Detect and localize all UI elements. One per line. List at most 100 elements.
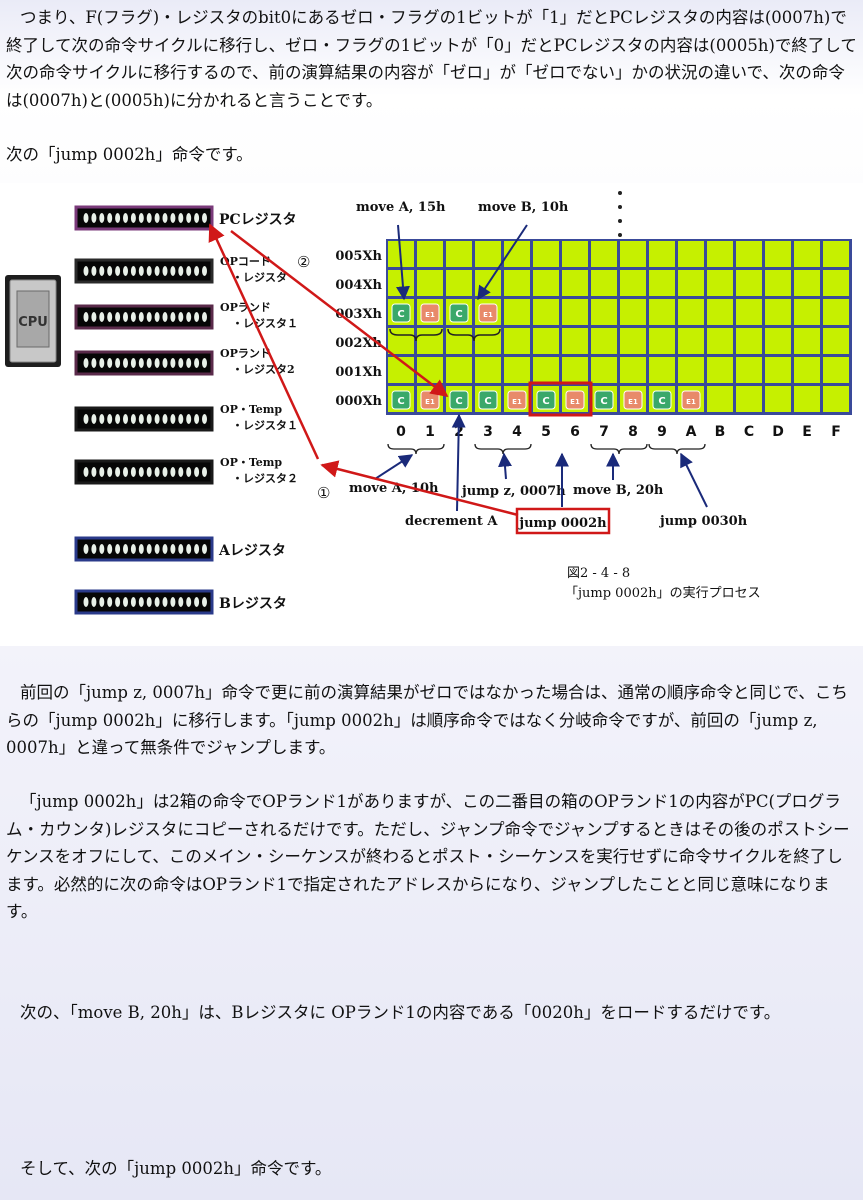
register-bit bbox=[202, 467, 207, 477]
operand-cell bbox=[507, 390, 527, 410]
brace-move-b-10h bbox=[447, 328, 501, 342]
register-bit bbox=[162, 467, 168, 477]
register-bit bbox=[115, 467, 121, 477]
register-bit bbox=[170, 312, 176, 322]
register-bit bbox=[154, 213, 160, 223]
arrow-step-2 bbox=[230, 230, 449, 398]
register-label-2: ・レジスタ１ bbox=[232, 317, 298, 330]
memory-cell bbox=[562, 328, 588, 354]
register-bit bbox=[123, 312, 128, 322]
register-bit bbox=[194, 414, 200, 424]
memory-cell bbox=[620, 270, 646, 296]
memory-cell bbox=[388, 328, 414, 354]
memory-cell bbox=[678, 241, 704, 267]
register-bit bbox=[115, 266, 121, 276]
column-label: 8 bbox=[628, 424, 638, 440]
column-label: 4 bbox=[512, 424, 522, 440]
register-bit bbox=[170, 414, 176, 424]
register-bit bbox=[178, 266, 184, 276]
register-bit bbox=[123, 213, 128, 223]
register-bit bbox=[146, 213, 152, 223]
register-bit bbox=[170, 358, 176, 368]
column-label: 6 bbox=[570, 424, 580, 440]
arrow-move-a-15h bbox=[396, 224, 410, 301]
register-label: OPランド bbox=[220, 347, 271, 360]
register-bit bbox=[202, 266, 207, 276]
arrow-move-a-10h bbox=[374, 454, 414, 480]
register-bit bbox=[154, 467, 160, 477]
register-bit bbox=[170, 213, 176, 223]
row-label: 000Xh bbox=[335, 394, 382, 409]
register-bit bbox=[83, 358, 89, 368]
register-bit bbox=[146, 358, 152, 368]
register-bit bbox=[107, 312, 113, 322]
column-label: A bbox=[686, 424, 697, 440]
register-bit bbox=[202, 213, 207, 223]
register-bit bbox=[194, 467, 200, 477]
memory-cell bbox=[823, 299, 849, 325]
memory-cell bbox=[794, 241, 820, 267]
row-label: 005Xh bbox=[335, 249, 382, 264]
memory-cell bbox=[417, 357, 443, 383]
register-bit bbox=[186, 597, 192, 607]
column-label: 7 bbox=[599, 424, 609, 440]
paragraph-jump-explanation: 「jump 0002h」は2箱の命令でOPランド1がありますが、この二番目の箱の… bbox=[6, 792, 850, 921]
memory-cell bbox=[620, 357, 646, 383]
register-bit bbox=[146, 266, 152, 276]
ellipsis-dot bbox=[618, 233, 622, 237]
register-bit bbox=[170, 597, 176, 607]
register-bit bbox=[194, 266, 200, 276]
memory-cell bbox=[475, 241, 501, 267]
register-bit bbox=[170, 544, 176, 554]
register-label: Bレジスタ bbox=[219, 596, 287, 612]
register-bit bbox=[146, 544, 152, 554]
brace-move-a-15h bbox=[389, 328, 443, 342]
operand-cell bbox=[420, 303, 440, 323]
memory-cell bbox=[620, 328, 646, 354]
highlight-jump-label bbox=[515, 507, 611, 535]
memory-cell bbox=[736, 299, 762, 325]
register-bit bbox=[115, 597, 121, 607]
register-6 bbox=[74, 536, 214, 562]
memory-cell bbox=[823, 386, 849, 412]
memory-cell bbox=[707, 386, 733, 412]
memory-cell bbox=[794, 386, 820, 412]
register-bit bbox=[154, 414, 160, 424]
register-bit bbox=[99, 213, 105, 223]
opcode-cell-label: C bbox=[397, 309, 404, 320]
register-label-2: ・レジスタ bbox=[232, 271, 287, 284]
register-bit bbox=[154, 597, 160, 607]
register-bit bbox=[115, 358, 121, 368]
brace-cols-3-4 bbox=[474, 443, 532, 455]
memory-cell bbox=[736, 357, 762, 383]
memory-cell bbox=[823, 357, 849, 383]
column-label: 9 bbox=[657, 424, 667, 440]
memory-cell bbox=[533, 270, 559, 296]
register-bit bbox=[194, 544, 200, 554]
memory-cell bbox=[649, 357, 675, 383]
register-bit bbox=[130, 358, 136, 368]
register-2 bbox=[74, 304, 214, 330]
cpu-chip-label: CPU bbox=[18, 315, 48, 330]
opcode-cell bbox=[536, 390, 556, 410]
memory-cell bbox=[765, 386, 791, 412]
register-bit bbox=[202, 597, 207, 607]
brace-cols-7-8 bbox=[590, 443, 648, 455]
register-bit bbox=[186, 312, 192, 322]
register-bit bbox=[138, 266, 144, 276]
cpu-chip-icon: CPU bbox=[5, 275, 61, 367]
opcode-cell bbox=[652, 390, 672, 410]
register-bit bbox=[138, 544, 144, 554]
memory-cell bbox=[475, 328, 501, 354]
register-bit bbox=[123, 597, 128, 607]
arrow-move-b-10h bbox=[477, 224, 528, 301]
register-label-2: ・レジスタ2 bbox=[232, 363, 295, 376]
register-bit bbox=[83, 414, 89, 424]
arrow-jump-0030h bbox=[680, 452, 708, 508]
register-bit bbox=[130, 312, 136, 322]
memory-cell bbox=[504, 299, 530, 325]
register-bit bbox=[138, 597, 144, 607]
register-bit bbox=[123, 266, 128, 276]
row-label: 004Xh bbox=[335, 278, 382, 293]
register-7 bbox=[74, 589, 214, 615]
